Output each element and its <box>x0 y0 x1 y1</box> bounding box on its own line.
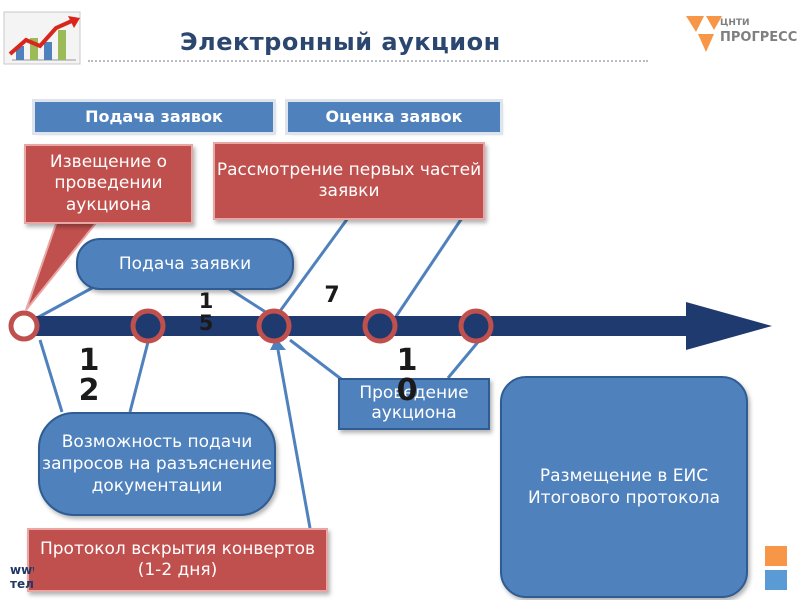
footer-line-1: www <box>10 563 34 577</box>
milestone-4 <box>362 308 398 344</box>
protocol-pointer-head <box>270 338 286 350</box>
timeline-arrow-shaft <box>24 316 688 336</box>
milestone-5 <box>458 308 494 344</box>
days-12-digit-1: 1 <box>78 343 100 378</box>
clarification-requests-box: Возможность подачи запросов на разъяснен… <box>38 412 276 516</box>
orange-square <box>765 546 787 566</box>
chart-logo-icon <box>3 11 81 65</box>
days-12-digit-2: 2 <box>78 373 100 408</box>
days-15-digit-1: 1 <box>198 289 214 313</box>
footer-line-2: тел <box>10 577 34 592</box>
first-parts-review-box: Рассмотрение первых частей заявки <box>213 142 485 220</box>
days-10-digit-2: 0 <box>396 373 418 408</box>
submit-application-box: Подача заявки <box>76 238 294 290</box>
notice-box: Извещение о проведении аукциона <box>24 144 193 224</box>
title-divider <box>88 60 648 62</box>
milestone-1 <box>8 310 40 342</box>
days-7-digit-1: 7 <box>324 283 340 308</box>
logo-subtitle: ЦНТИ <box>720 18 750 28</box>
phase-evaluation-header: Оценка заявок <box>288 102 500 132</box>
days-12-label: 1 2 <box>76 346 102 406</box>
days-15-label: 1 5 <box>196 290 216 334</box>
protocol-box: Протокол вскрытия конвертов (1-2 дня) <box>27 528 328 592</box>
auction-box: Проведение аукциона <box>338 378 490 430</box>
days-7-label: 7 <box>320 284 344 307</box>
brand-logo: ЦНТИ ПРОГРЕСС <box>684 12 798 56</box>
logo-name: ПРОГРЕСС <box>720 30 798 45</box>
timeline-milestones <box>8 308 494 344</box>
progress-logo-icon <box>686 16 722 52</box>
milestone-2 <box>130 308 166 344</box>
days-10-label: 1 0 <box>394 346 420 406</box>
timeline-arrow-head <box>686 302 772 350</box>
eis-protocol-box: Размещение в ЕИС Итогового протокола <box>500 376 748 598</box>
blue-square <box>765 570 787 590</box>
milestone-3 <box>256 308 292 344</box>
days-10-digit-1: 1 <box>396 343 418 378</box>
phase-submission-header: Подача заявок <box>35 102 273 132</box>
footer-contact: www тел <box>10 563 34 592</box>
page-title: Электронный аукцион <box>180 28 501 56</box>
days-15-digit-2: 5 <box>198 311 214 336</box>
